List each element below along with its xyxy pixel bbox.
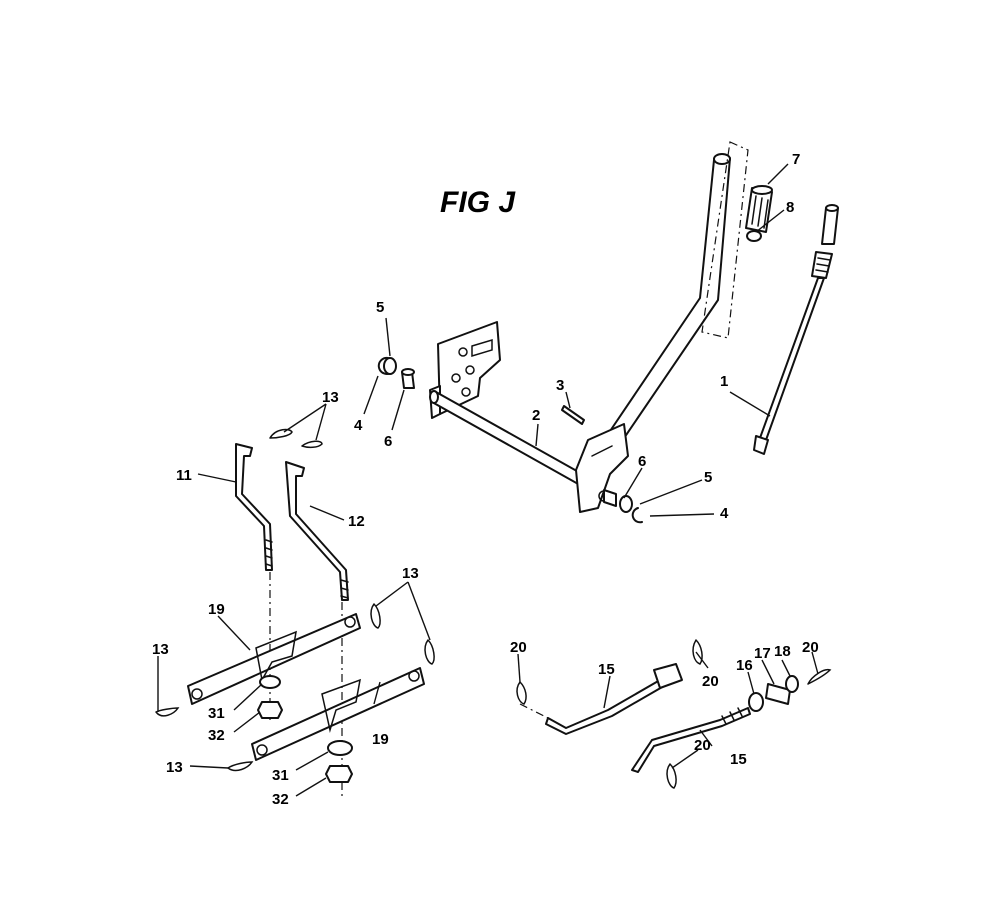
callout-1: 1 bbox=[720, 373, 728, 390]
cotter-pin-3 bbox=[561, 405, 585, 425]
bushing-6a bbox=[401, 368, 415, 389]
lift-handle bbox=[575, 153, 731, 513]
hairpin-clip-20d bbox=[666, 763, 677, 789]
callout-19a: 19 bbox=[208, 601, 225, 618]
lift-arm-19a bbox=[187, 613, 361, 705]
hairpin-clip-13d bbox=[155, 707, 254, 772]
spacer-31b bbox=[327, 740, 353, 756]
callout-20b: 20 bbox=[702, 673, 719, 690]
lift-shaft bbox=[429, 390, 601, 495]
callout-6b: 6 bbox=[638, 453, 646, 470]
nut-18 bbox=[785, 675, 799, 693]
figure-title: FIG J bbox=[440, 186, 516, 219]
hairpin-clip-20b bbox=[692, 639, 703, 665]
bushing-6b bbox=[603, 489, 617, 507]
nut-32b bbox=[325, 765, 353, 783]
hairpin-clip-20a bbox=[516, 681, 527, 705]
lift-link-11 bbox=[235, 443, 273, 571]
callout-6a: 6 bbox=[384, 433, 392, 450]
callout-15b: 15 bbox=[730, 751, 747, 768]
callout-32b: 32 bbox=[272, 791, 289, 808]
leader-lines bbox=[157, 163, 819, 797]
callout-17: 17 bbox=[754, 645, 771, 662]
callout-5b: 5 bbox=[704, 469, 712, 486]
callout-13d: 13 bbox=[166, 759, 183, 776]
callout-13a: 13 bbox=[322, 389, 339, 406]
lift-arm-19b bbox=[251, 667, 425, 761]
lift-link-12 bbox=[285, 461, 349, 601]
hairpin-clip-13c bbox=[370, 603, 435, 665]
callout-13b: 13 bbox=[402, 565, 419, 582]
callout-19b: 19 bbox=[372, 731, 389, 748]
callout-7: 7 bbox=[792, 151, 800, 168]
callout-20c: 20 bbox=[802, 639, 819, 656]
callout-31a: 31 bbox=[208, 705, 225, 722]
hairpin-clip-20c bbox=[807, 668, 832, 685]
callout-13c: 13 bbox=[152, 641, 169, 658]
rod-15a-dash bbox=[519, 703, 549, 719]
callout-2: 2 bbox=[532, 407, 540, 424]
callout-11: 11 bbox=[176, 467, 192, 484]
hairpin-clip-13a bbox=[269, 428, 293, 439]
trunnion-17 bbox=[765, 683, 791, 705]
adjust-rod-15a bbox=[545, 663, 683, 735]
callout-16: 16 bbox=[736, 657, 753, 674]
retaining-ring-4b bbox=[631, 507, 643, 524]
callout-31b: 31 bbox=[272, 767, 289, 784]
grip-outline bbox=[701, 141, 749, 339]
washer-5b bbox=[619, 495, 633, 513]
adjust-rod bbox=[753, 204, 839, 455]
washer-5a bbox=[383, 357, 397, 375]
callout-20a: 20 bbox=[510, 639, 527, 656]
callout-15a: 15 bbox=[598, 661, 615, 678]
nut-32a bbox=[257, 701, 283, 719]
callout-18: 18 bbox=[774, 643, 791, 660]
callout-8: 8 bbox=[786, 199, 794, 216]
callout-12: 12 bbox=[348, 513, 365, 530]
callout-5a: 5 bbox=[376, 299, 384, 316]
callout-20d: 20 bbox=[694, 737, 711, 754]
callout-3: 3 bbox=[556, 377, 564, 394]
grip-cap bbox=[746, 230, 762, 242]
callout-4b: 4 bbox=[720, 505, 729, 522]
spacer-31a bbox=[259, 675, 281, 689]
adjust-rod-15b bbox=[631, 707, 751, 773]
callout-labels: 1 2 3 4 4 5 5 6 6 7 8 11 12 13 13 13 13 … bbox=[152, 151, 819, 808]
callout-4a: 4 bbox=[354, 417, 363, 434]
washer-16 bbox=[748, 692, 764, 712]
hairpin-clip-13b bbox=[301, 440, 323, 449]
handle-grip bbox=[745, 185, 773, 233]
callout-32a: 32 bbox=[208, 727, 225, 744]
